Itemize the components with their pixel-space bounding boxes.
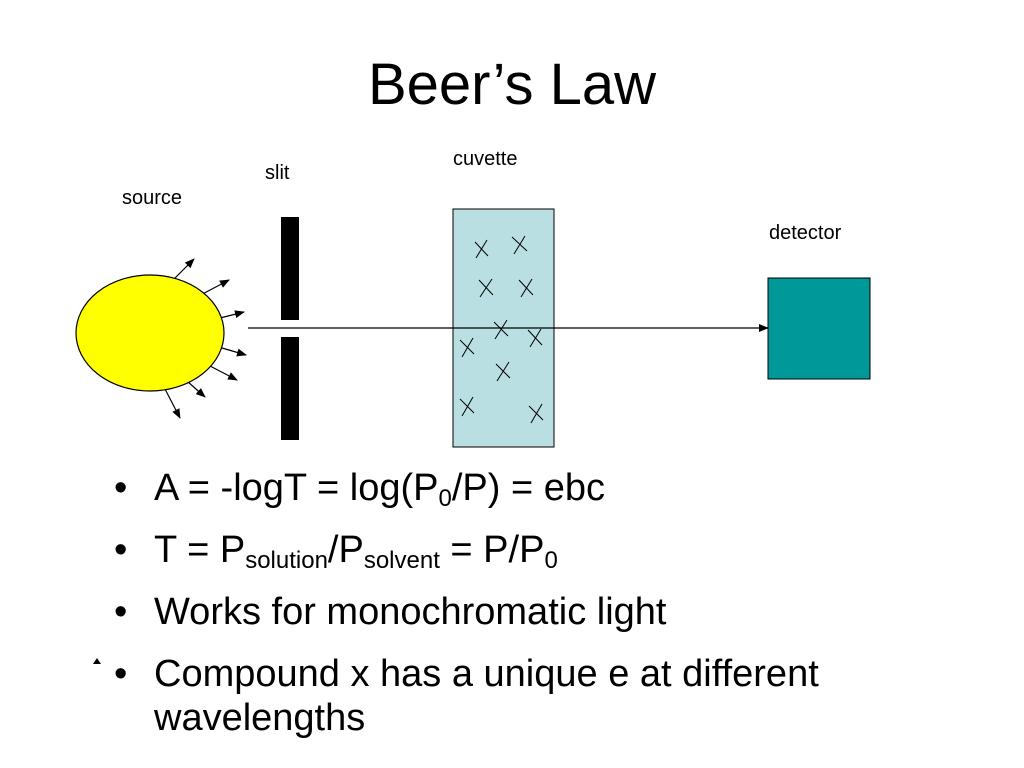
detector [767,277,871,380]
particle-x [459,396,475,417]
bullet-monochromatic: • Works for monochromatic light [110,590,1024,634]
particle-x [518,278,534,298]
slit-upper-bar [281,217,299,320]
bullet-text: T = P [154,529,246,571]
particle-x [528,403,544,424]
bullet-absorbance: • A = -logT = log(P0/P) = ebc [110,466,1024,512]
particle-x [495,361,511,382]
bullet-marker: • [114,653,128,695]
bullet-text: = P/P [439,529,545,571]
particle-x [474,239,489,259]
slide-title: Beer’s Law [367,52,657,117]
slit-lower-bar [281,337,299,440]
detector-label: detector [769,222,842,244]
particle-x [478,278,494,298]
bullet-marker: • [114,529,128,571]
bullet-compound: • Compound x has a unique e at different… [110,652,1024,740]
subscript: 0 [438,485,452,512]
light-ray [209,365,238,381]
light-ray [221,347,247,357]
light-ray [219,310,245,319]
particle-x [527,328,543,348]
subscript: 0 [544,547,558,574]
bullet-text: Works for monochromatic light [154,591,667,633]
bullet-text: A = -logT = log(P [154,467,439,509]
bullet-transmittance: • T = Psolution/Psolvent = P/P0 [110,528,1024,574]
light-ray [164,388,181,419]
particle-x [511,235,528,255]
cuvette-label: cuvette [453,148,517,170]
particles [459,235,544,424]
subscript: solvent [363,547,440,574]
spectrometer-diagram: source slit cuvette detector [75,148,871,448]
subscript: solution [245,547,328,574]
bullet-text: Compound x has a unique e at different w… [154,653,819,739]
bullet-marker: • [114,591,128,633]
bullet-text: /P) = ebc [451,467,605,509]
slit-label: slit [265,162,290,184]
particle-x [493,319,509,340]
small-triangle-mark [93,658,101,664]
particle-x [459,337,475,358]
bullet-marker: • [114,467,128,509]
bullet-text: /P [327,529,364,571]
light-ray [186,380,206,398]
light-source [75,274,225,392]
bullet-list: • A = -logT = log(P0/P) = ebc • T = Psol… [110,466,1024,740]
source-label: source [122,187,182,209]
